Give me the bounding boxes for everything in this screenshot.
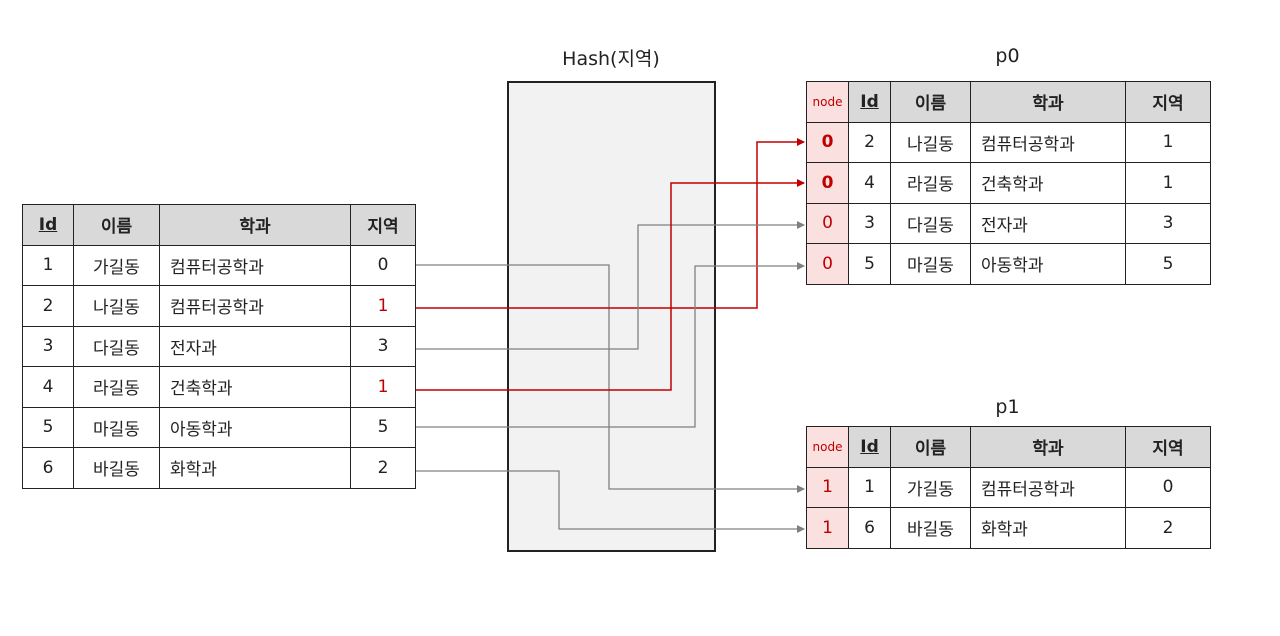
cell-id: 2 <box>848 121 891 163</box>
cell-node: 0 <box>806 243 849 285</box>
cell-node: 1 <box>806 466 849 508</box>
header-region: 지역 <box>350 204 416 246</box>
header-region: 지역 <box>1125 81 1211 123</box>
cell-node: 0 <box>806 121 849 163</box>
header-id: Id <box>848 81 891 123</box>
cell-dept: 아동학과 <box>159 406 351 448</box>
table-row: 0 5 마길동 아동학과 5 <box>806 243 1211 285</box>
cell-dept: 컴퓨터공학과 <box>970 466 1126 508</box>
cell-name: 바길동 <box>890 507 971 549</box>
cell-node: 0 <box>806 162 849 204</box>
cell-node: 1 <box>806 507 849 549</box>
table-row: 5 마길동 아동학과 5 <box>22 406 416 448</box>
hash-title: Hash(지역) <box>562 48 660 70</box>
p0-header-row: node Id 이름 학과 지역 <box>806 81 1211 123</box>
cell-region: 2 <box>350 447 416 489</box>
cell-dept: 건축학과 <box>970 162 1126 204</box>
cell-dept: 화학과 <box>159 447 351 489</box>
cell-region: 3 <box>350 325 416 367</box>
table-row: 1 6 바길동 화학과 2 <box>806 507 1211 549</box>
header-dept: 학과 <box>970 426 1126 468</box>
cell-id: 3 <box>848 202 891 244</box>
source-table: Id 이름 학과 지역 1 가길동 컴퓨터공학과 0 2 나길동 컴퓨터공학과 … <box>22 204 416 489</box>
cell-dept: 전자과 <box>970 202 1126 244</box>
p1-header-row: node Id 이름 학과 지역 <box>806 426 1211 468</box>
cell-id: 1 <box>22 244 74 286</box>
cell-region: 2 <box>1125 507 1211 549</box>
partition-p1-table: node Id 이름 학과 지역 1 1 가길동 컴퓨터공학과 0 1 6 바길… <box>806 426 1211 549</box>
header-dept: 학과 <box>970 81 1126 123</box>
cell-id: 4 <box>848 162 891 204</box>
table-row: 1 가길동 컴퓨터공학과 0 <box>22 244 416 286</box>
cell-name: 마길동 <box>890 243 971 285</box>
cell-name: 가길동 <box>73 244 160 286</box>
cell-id: 5 <box>22 406 74 448</box>
header-name: 이름 <box>890 81 971 123</box>
cell-region: 0 <box>350 244 416 286</box>
cell-name: 다길동 <box>73 325 160 367</box>
source-header-row: Id 이름 학과 지역 <box>22 204 416 246</box>
table-row: 4 라길동 건축학과 1 <box>22 366 416 408</box>
cell-name: 나길동 <box>890 121 971 163</box>
header-node: node <box>806 426 849 468</box>
cell-dept: 전자과 <box>159 325 351 367</box>
partition-p1-title: p1 <box>995 396 1020 418</box>
cell-node: 0 <box>806 202 849 244</box>
cell-id: 2 <box>22 285 74 327</box>
cell-dept: 컴퓨터공학과 <box>970 121 1126 163</box>
cell-region: 1 <box>1125 121 1211 163</box>
table-row: 0 4 라길동 건축학과 1 <box>806 162 1211 204</box>
header-name: 이름 <box>890 426 971 468</box>
cell-region: 1 <box>1125 162 1211 204</box>
table-row: 3 다길동 전자과 3 <box>22 325 416 367</box>
table-row: 0 2 나길동 컴퓨터공학과 1 <box>806 121 1211 163</box>
cell-dept: 컴퓨터공학과 <box>159 244 351 286</box>
cell-dept: 컴퓨터공학과 <box>159 285 351 327</box>
header-id: Id <box>848 426 891 468</box>
header-region: 지역 <box>1125 426 1211 468</box>
cell-region: 1 <box>350 285 416 327</box>
cell-name: 다길동 <box>890 202 971 244</box>
cell-name: 가길동 <box>890 466 971 508</box>
partition-p0-table: node Id 이름 학과 지역 0 2 나길동 컴퓨터공학과 1 0 4 라길… <box>806 81 1211 285</box>
cell-region: 3 <box>1125 202 1211 244</box>
cell-region: 1 <box>350 366 416 408</box>
table-row: 6 바길동 화학과 2 <box>22 447 416 489</box>
cell-region: 0 <box>1125 466 1211 508</box>
cell-id: 4 <box>22 366 74 408</box>
cell-dept: 건축학과 <box>159 366 351 408</box>
cell-region: 5 <box>1125 243 1211 285</box>
table-row: 0 3 다길동 전자과 3 <box>806 202 1211 244</box>
header-dept: 학과 <box>159 204 351 246</box>
cell-dept: 화학과 <box>970 507 1126 549</box>
cell-name: 라길동 <box>890 162 971 204</box>
header-id: Id <box>22 204 74 246</box>
cell-name: 마길동 <box>73 406 160 448</box>
cell-id: 6 <box>22 447 74 489</box>
partition-p0-title: p0 <box>995 45 1020 67</box>
cell-id: 6 <box>848 507 891 549</box>
cell-id: 5 <box>848 243 891 285</box>
table-row: 2 나길동 컴퓨터공학과 1 <box>22 285 416 327</box>
header-name: 이름 <box>73 204 160 246</box>
cell-name: 나길동 <box>73 285 160 327</box>
table-row: 1 1 가길동 컴퓨터공학과 0 <box>806 466 1211 508</box>
hash-function-box <box>507 81 716 552</box>
cell-id: 3 <box>22 325 74 367</box>
cell-id: 1 <box>848 466 891 508</box>
cell-name: 바길동 <box>73 447 160 489</box>
cell-region: 5 <box>350 406 416 448</box>
cell-dept: 아동학과 <box>970 243 1126 285</box>
header-node: node <box>806 81 849 123</box>
cell-name: 라길동 <box>73 366 160 408</box>
